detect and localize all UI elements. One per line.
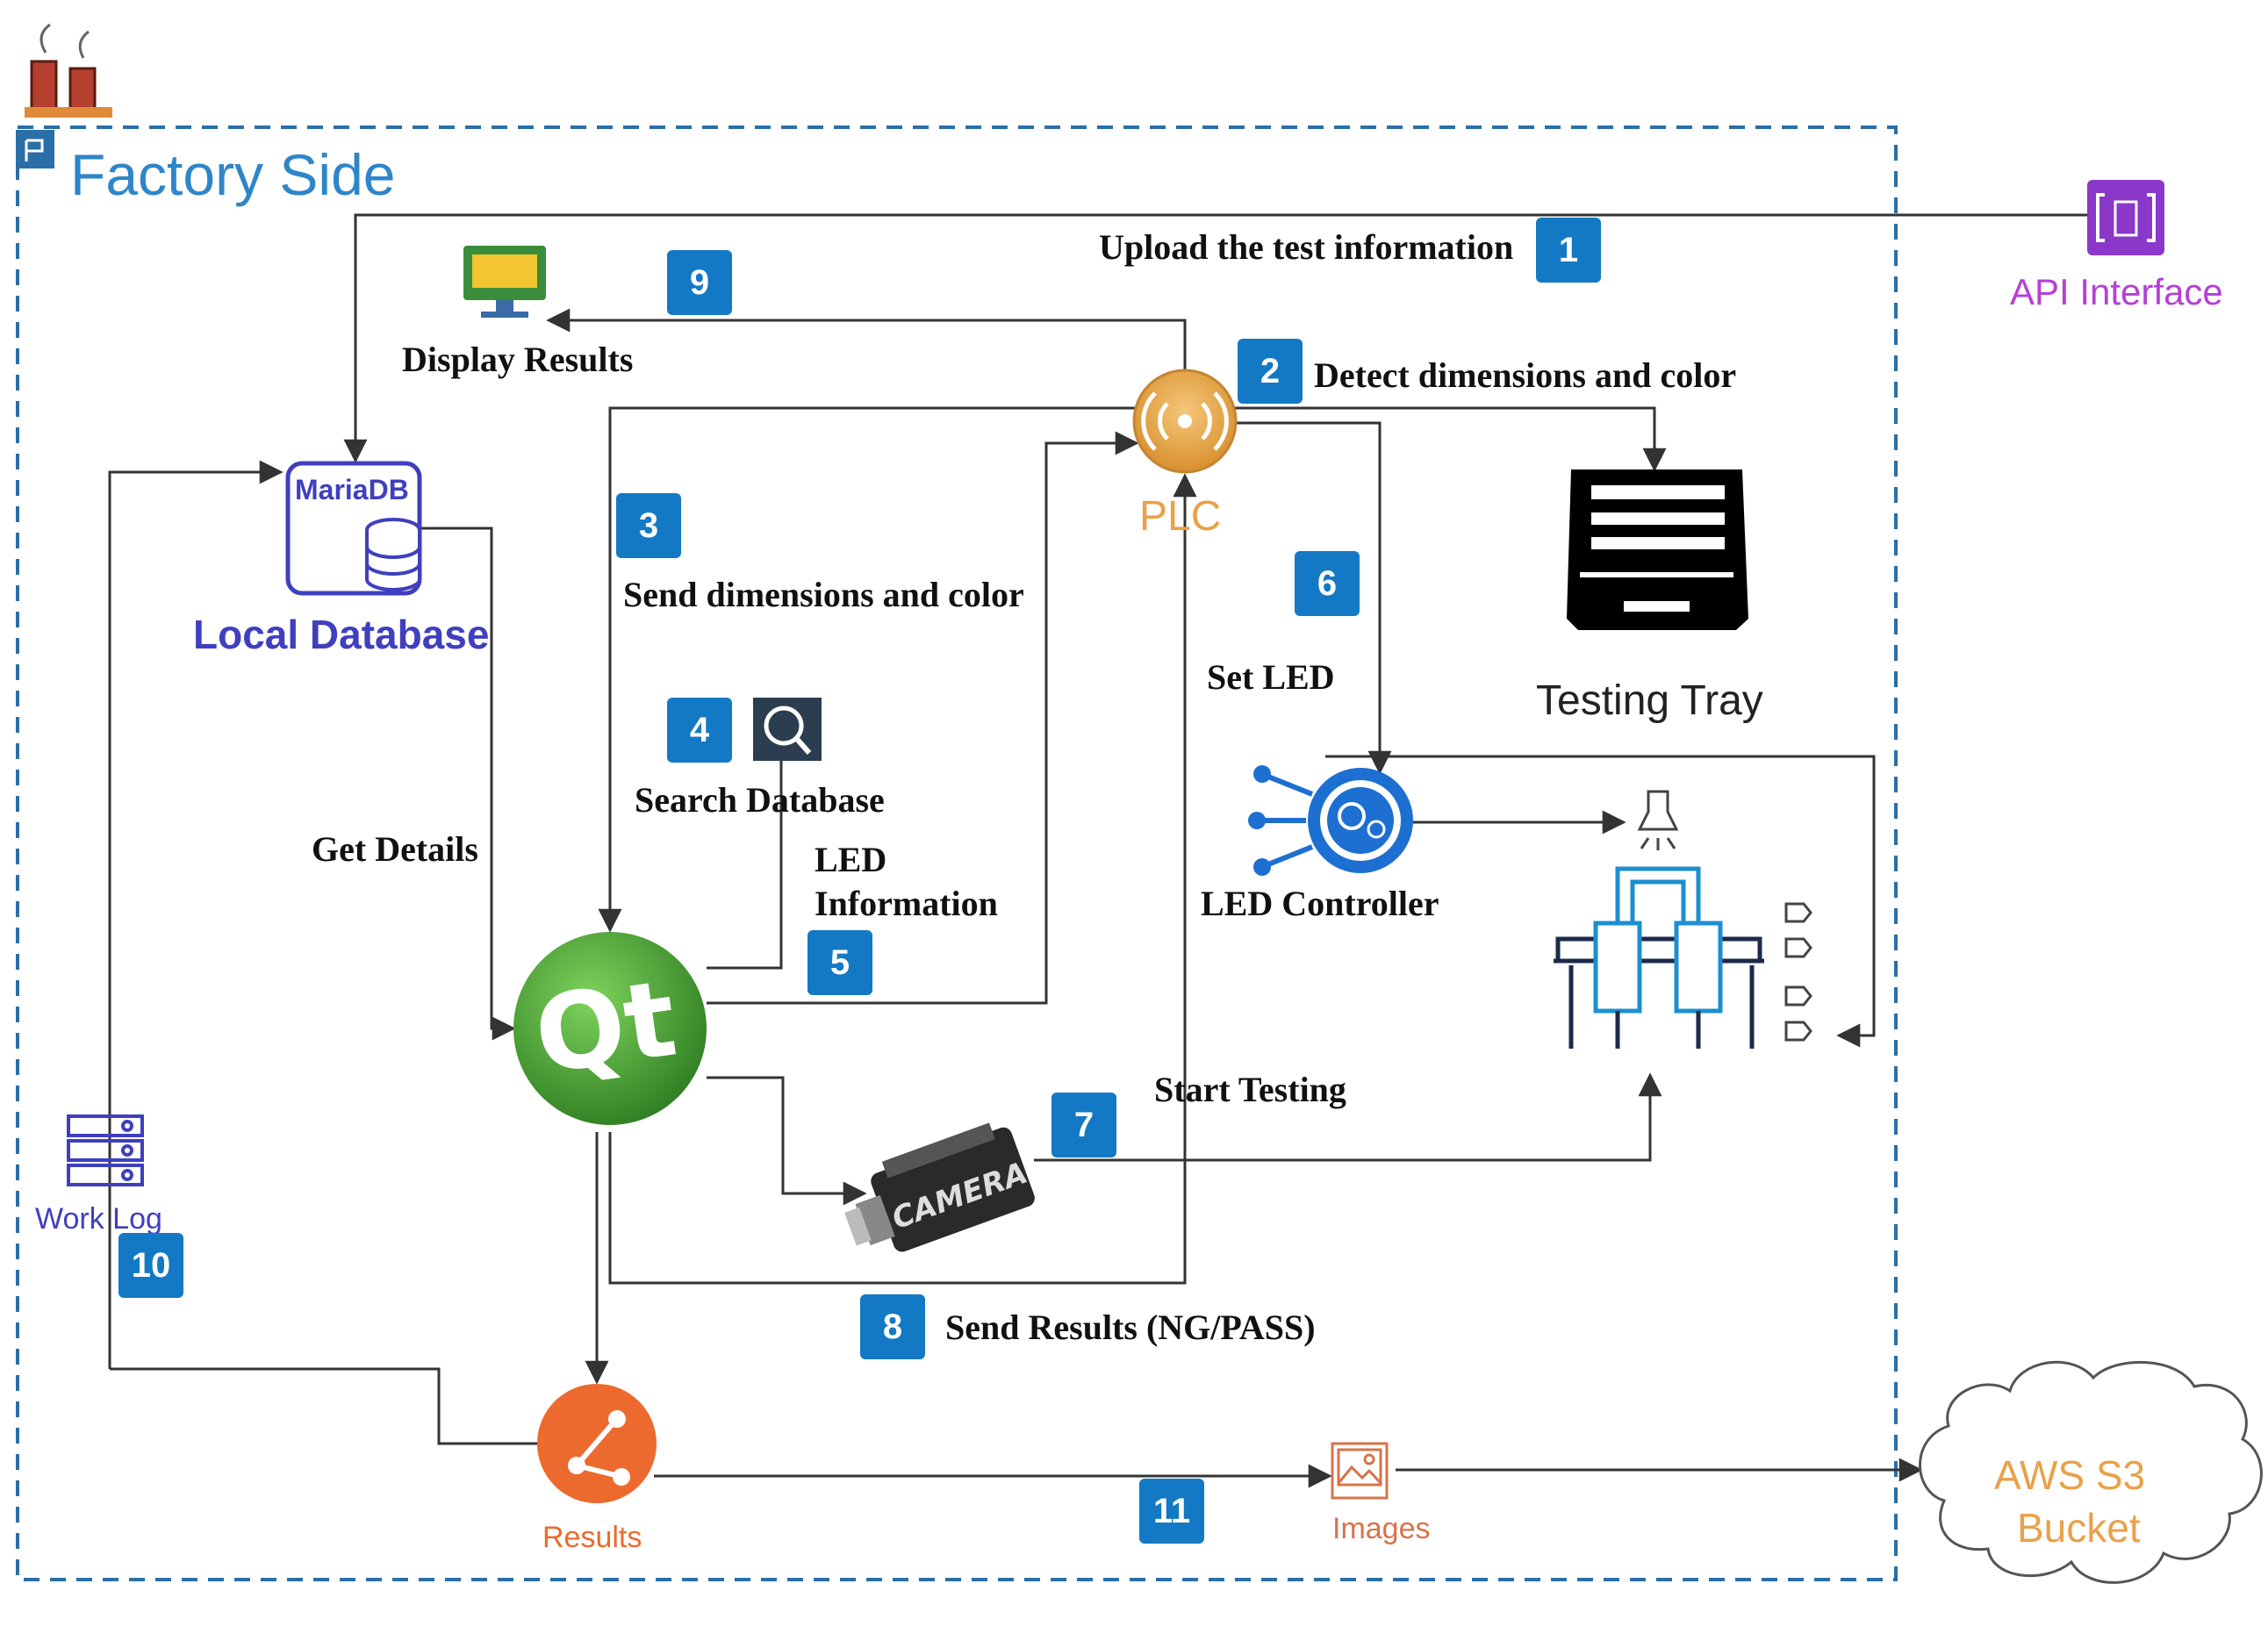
flow-8-results <box>608 473 1197 1285</box>
flow-2-detect <box>1233 406 1667 472</box>
step-badge-5: 5 <box>807 930 872 995</box>
work-log-icon <box>67 1114 144 1186</box>
mariadb-label: MariaDB <box>295 474 409 505</box>
test-fixture-icon <box>1554 866 1812 1049</box>
results-share-icon <box>537 1384 657 1503</box>
flow-4-search <box>707 759 783 970</box>
images-label: Images <box>1332 1512 1431 1545</box>
flow-10-worklog <box>110 1367 540 1445</box>
flow-get-details <box>413 527 516 1041</box>
flow-9-display <box>546 308 1187 399</box>
image-icon <box>1331 1442 1389 1500</box>
cloud-icon <box>1919 1360 2263 1584</box>
step-badge-6: 6 <box>1295 551 1360 616</box>
flow-qt-camera <box>707 1076 867 1206</box>
flow-led-fixture <box>1325 755 1876 1048</box>
step-5-label-line2: Information <box>815 884 998 923</box>
api-icon <box>2087 180 2164 255</box>
camera-icon: CAMERA <box>844 1122 1035 1252</box>
flow-3-send <box>598 406 1137 933</box>
flow-5-led-info <box>707 431 1139 1005</box>
lamp-icon <box>1637 790 1679 850</box>
qt-logo-icon: Qt <box>513 932 707 1125</box>
flow-6-setled <box>1233 421 1392 775</box>
step-1-label: Upload the test information <box>1099 227 1514 267</box>
step-badge-7: 7 <box>1051 1093 1116 1157</box>
aws-s3-label-line2: Bucket <box>2017 1505 2141 1551</box>
plc-label: PLC <box>1139 493 1222 540</box>
step-7-label: Start Testing <box>1154 1070 1346 1109</box>
testing-tray-icon <box>1567 469 1748 630</box>
plc-antenna-icon <box>1132 369 1238 474</box>
flow-1-upload <box>343 213 2093 463</box>
connectors <box>108 213 2093 1488</box>
step-badge-8: 8 <box>860 1294 925 1359</box>
step-5-label-line1: LED <box>815 840 887 879</box>
step-2-label: Detect dimensions and color <box>1314 355 1737 395</box>
aws-s3-label-line1: AWS S3 <box>1994 1452 2146 1498</box>
flow-7-start <box>1034 1072 1662 1162</box>
step-4-label: Search Database <box>635 780 885 820</box>
database-icon <box>285 461 422 596</box>
step-badge-11: 11 <box>1139 1479 1204 1544</box>
work-log-label: Work Log <box>35 1202 162 1236</box>
step-badge-10: 10 <box>118 1233 183 1298</box>
step-badge-9: 9 <box>667 250 732 315</box>
led-controller-label: LED Controller <box>1201 884 1439 923</box>
testing-tray-label: Testing Tray <box>1536 677 1763 724</box>
local-database-label: Local Database <box>193 612 490 657</box>
step-8-label: Send Results (NG/PASS) <box>945 1308 1316 1347</box>
step-9-label: Display Results <box>402 340 634 379</box>
results-label: Results <box>542 1521 642 1554</box>
search-icon <box>753 698 822 761</box>
get-details-label: Get Details <box>312 829 478 869</box>
step-badge-4: 4 <box>667 698 732 763</box>
step-badge-3: 3 <box>616 493 681 558</box>
step-badge-2: 2 <box>1238 339 1303 404</box>
flag-icon <box>16 130 54 168</box>
step-6-label: Set LED <box>1207 657 1335 697</box>
qt-logo-text: Qt <box>528 958 683 1099</box>
led-controller-icon <box>1248 765 1413 876</box>
step-badge-1: 1 <box>1536 218 1601 283</box>
monitor-icon <box>463 246 546 318</box>
factory-side-title: Factory Side <box>70 142 396 207</box>
flow-worklog-db <box>108 460 284 1369</box>
factory-icon <box>25 23 112 118</box>
api-interface-label: API Interface <box>2010 271 2223 312</box>
factory-boundary <box>16 125 1898 1581</box>
step-3-label: Send dimensions and color <box>623 575 1024 614</box>
